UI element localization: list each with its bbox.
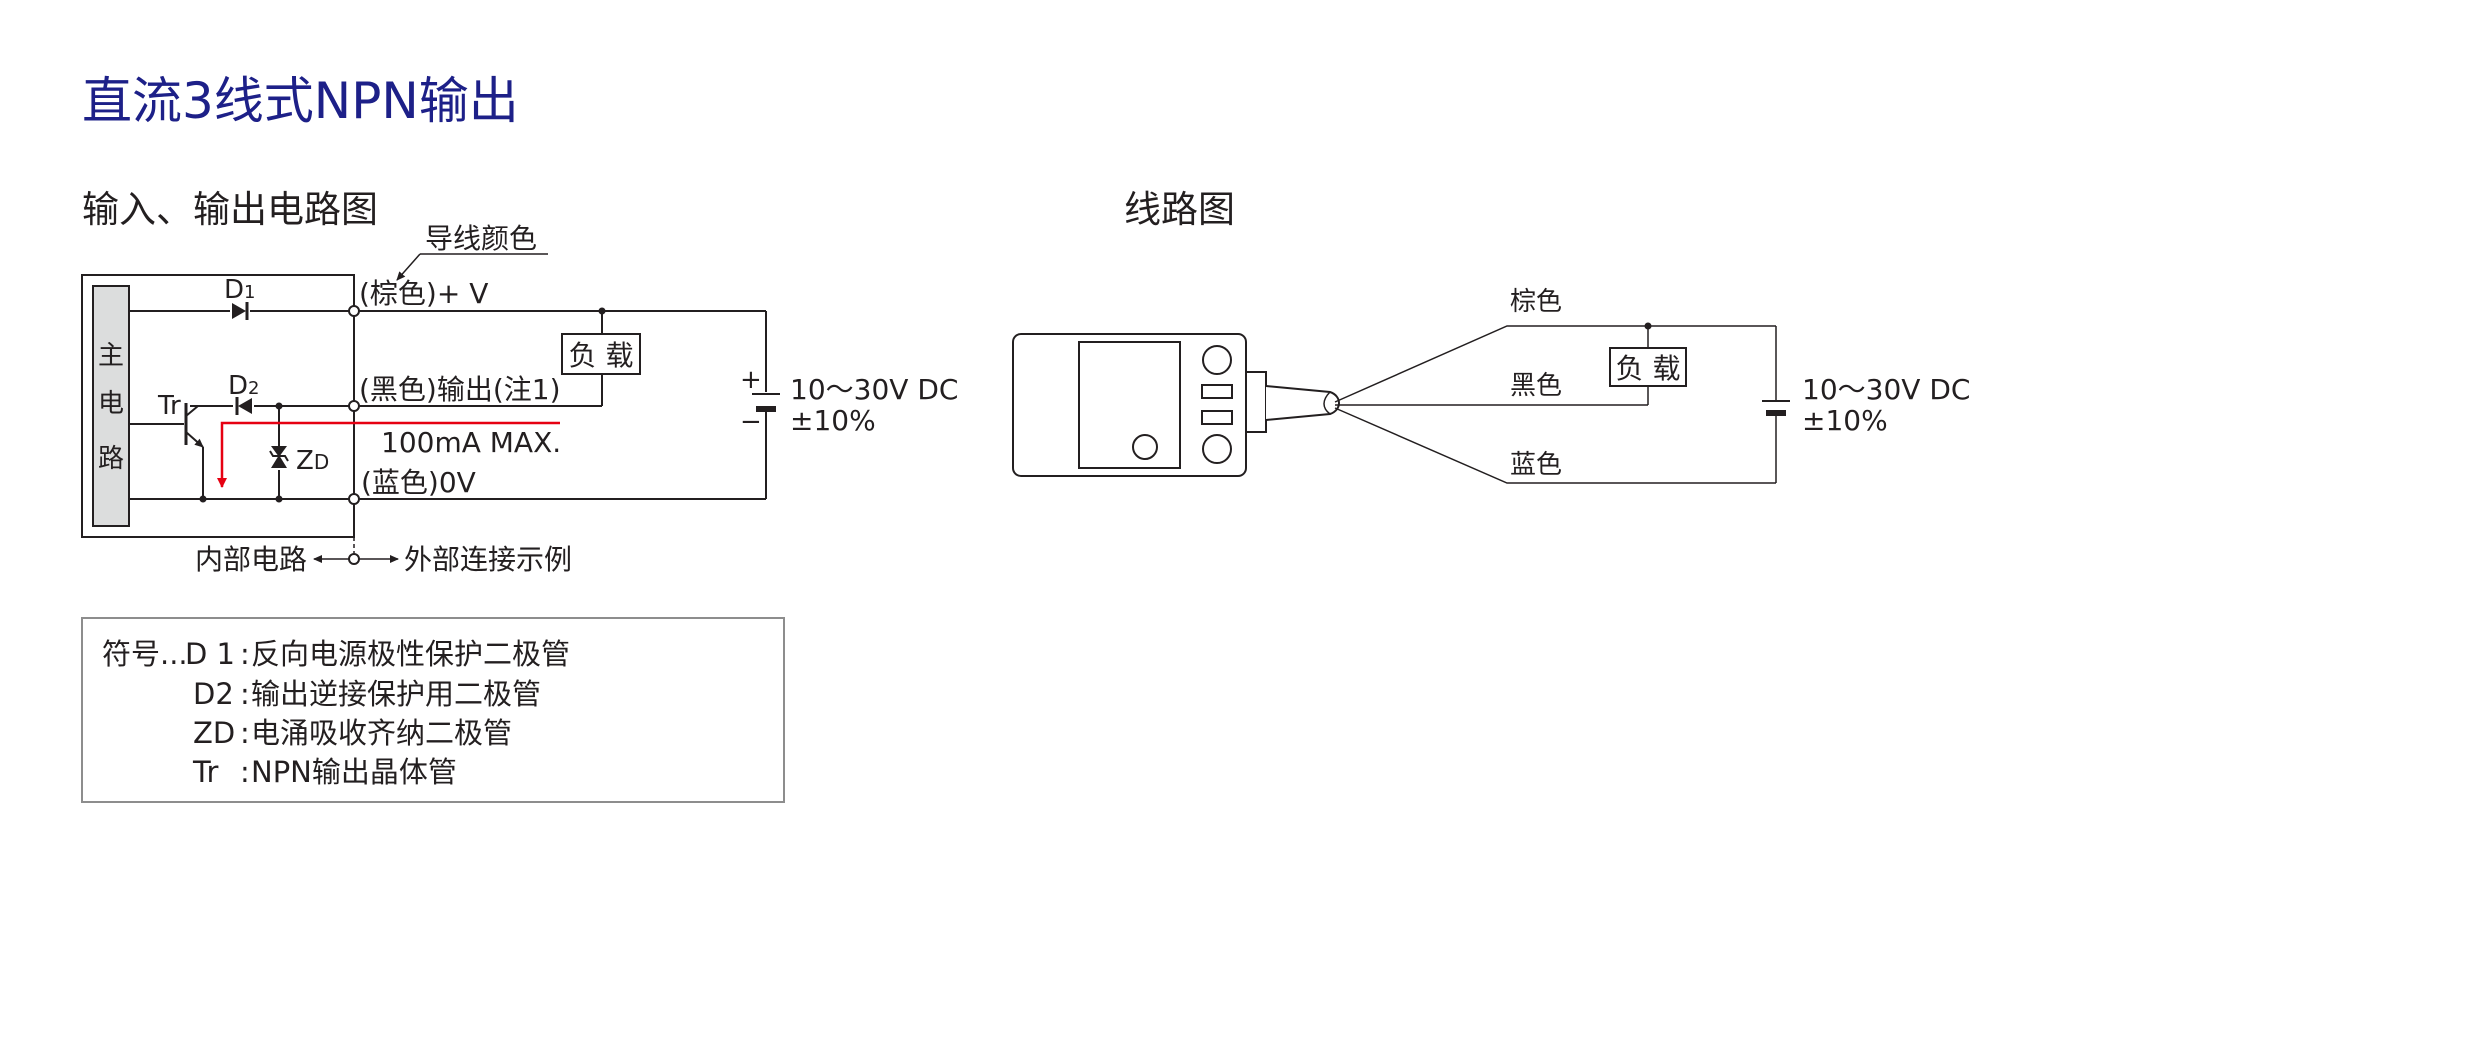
zener-junction-bottom: [275, 495, 283, 503]
io-circuit-diagram: 输入、输出电路图 导线颜色 主 电 路 D1 D2 Tr: [81, 188, 958, 576]
black-terminal-label: (黑色)输出(注1): [359, 373, 561, 406]
wiring-supply-tolerance-label: ±10%: [1802, 404, 1888, 437]
sensor-window: [1078, 341, 1181, 469]
wire-color-label: 导线颜色: [425, 222, 537, 255]
battery-plus-sign: +: [740, 365, 762, 395]
zener-triangle-lower: [271, 455, 287, 468]
cable-sheath: [1265, 385, 1340, 421]
load-label: 负 载: [569, 339, 634, 372]
blue-wire: [1334, 407, 1776, 484]
legend-desc-d1: 反向电源极性保护二极管: [251, 637, 570, 671]
wiring-load-box: [1609, 347, 1687, 387]
main-circuit-char-3: 路: [98, 444, 124, 474]
page-title: 直流3线式NPN输出: [82, 72, 519, 130]
legend-box: [81, 617, 785, 803]
transistor-collector: [185, 405, 199, 417]
d1-diode-symbol: [232, 303, 246, 319]
legend-colon-1: :: [240, 637, 250, 671]
zener-triangle-upper: [271, 446, 287, 457]
main-circuit-block: [92, 285, 130, 527]
d2-diode-symbol: [238, 398, 252, 414]
load-box: [561, 333, 641, 375]
blue-wire-label: 蓝色: [1510, 450, 1562, 480]
emitter-junction: [199, 495, 207, 503]
sensor-screw-top: [1202, 345, 1232, 375]
legend-desc-zd: 电涌吸收齐纳二极管: [251, 716, 512, 750]
legend-colon-4: :: [240, 755, 250, 789]
load-junction: [598, 307, 606, 315]
terminal-blue: [348, 493, 360, 505]
d1-label: D1: [224, 275, 255, 305]
brown-terminal-label: (棕色)+ V: [359, 277, 488, 310]
terminal-black: [348, 400, 360, 412]
brown-wire: [1334, 325, 1776, 403]
blue-terminal-label: (蓝色)0V: [361, 466, 476, 499]
legend-symbol-d2: D2: [193, 677, 234, 711]
legend-colon-3: :: [240, 716, 250, 750]
supply-voltage-label: 10～30V DC: [790, 373, 958, 406]
terminal-brown: [348, 305, 360, 317]
internal-circuit-label: 内部电路: [195, 543, 307, 576]
sensor-screw-bottom: [1202, 434, 1232, 464]
current-path-arrow: [217, 421, 560, 488]
external-connection-label: 外部连接示例: [404, 543, 572, 576]
wire-color-pointer: [396, 253, 421, 281]
brown-wire-label: 棕色: [1510, 287, 1562, 317]
wiring-load-label: 负 载: [1616, 352, 1681, 385]
legend-colon-2: :: [240, 677, 250, 711]
main-circuit-char-1: 主: [98, 341, 124, 371]
cable-end: [1323, 391, 1331, 415]
supply-tolerance-label: ±10%: [790, 404, 876, 437]
black-wire-label: 黑色: [1510, 371, 1562, 401]
zd-label: ZD: [296, 446, 329, 476]
wiring-diagram: 线路图 棕色 黑色 蓝色 负 载 10～30V DC ±10%: [1012, 188, 1970, 484]
d2-label: D2: [228, 371, 259, 401]
sensor-slot-1: [1201, 384, 1233, 399]
boundary-marker: [348, 553, 360, 565]
legend-desc-d2: 输出逆接保护用二极管: [251, 677, 541, 711]
sensor-slot-2: [1201, 410, 1233, 425]
legend-desc-tr: NPN输出晶体管: [251, 755, 457, 789]
symbol-legend: 符号... D 1 : 反向电源极性保护二极管 D2 : 输出逆接保护用二极管 …: [81, 617, 785, 803]
wiring-heading: 线路图: [1124, 188, 1235, 231]
current-max-label: 100mA MAX.: [381, 426, 561, 459]
zener-junction-top: [275, 402, 283, 410]
legend-symbol-d1: D 1: [185, 637, 235, 671]
sensor-indicator-lens: [1132, 434, 1158, 460]
cable-connector: [1245, 371, 1267, 433]
wiring-supply-voltage-label: 10～30V DC: [1802, 373, 1970, 406]
legend-symbol-tr: Tr: [192, 755, 218, 789]
zener-bar: [269, 450, 289, 462]
battery-minus-sign: −: [740, 407, 762, 437]
circuit-heading: 输入、输出电路图: [82, 188, 378, 231]
transistor-emitter: [185, 431, 204, 448]
main-circuit-char-2: 电: [98, 389, 124, 419]
legend-prefix: 符号...: [102, 637, 188, 671]
tr-label: Tr: [157, 391, 181, 421]
legend-symbol-zd: ZD: [193, 716, 235, 750]
